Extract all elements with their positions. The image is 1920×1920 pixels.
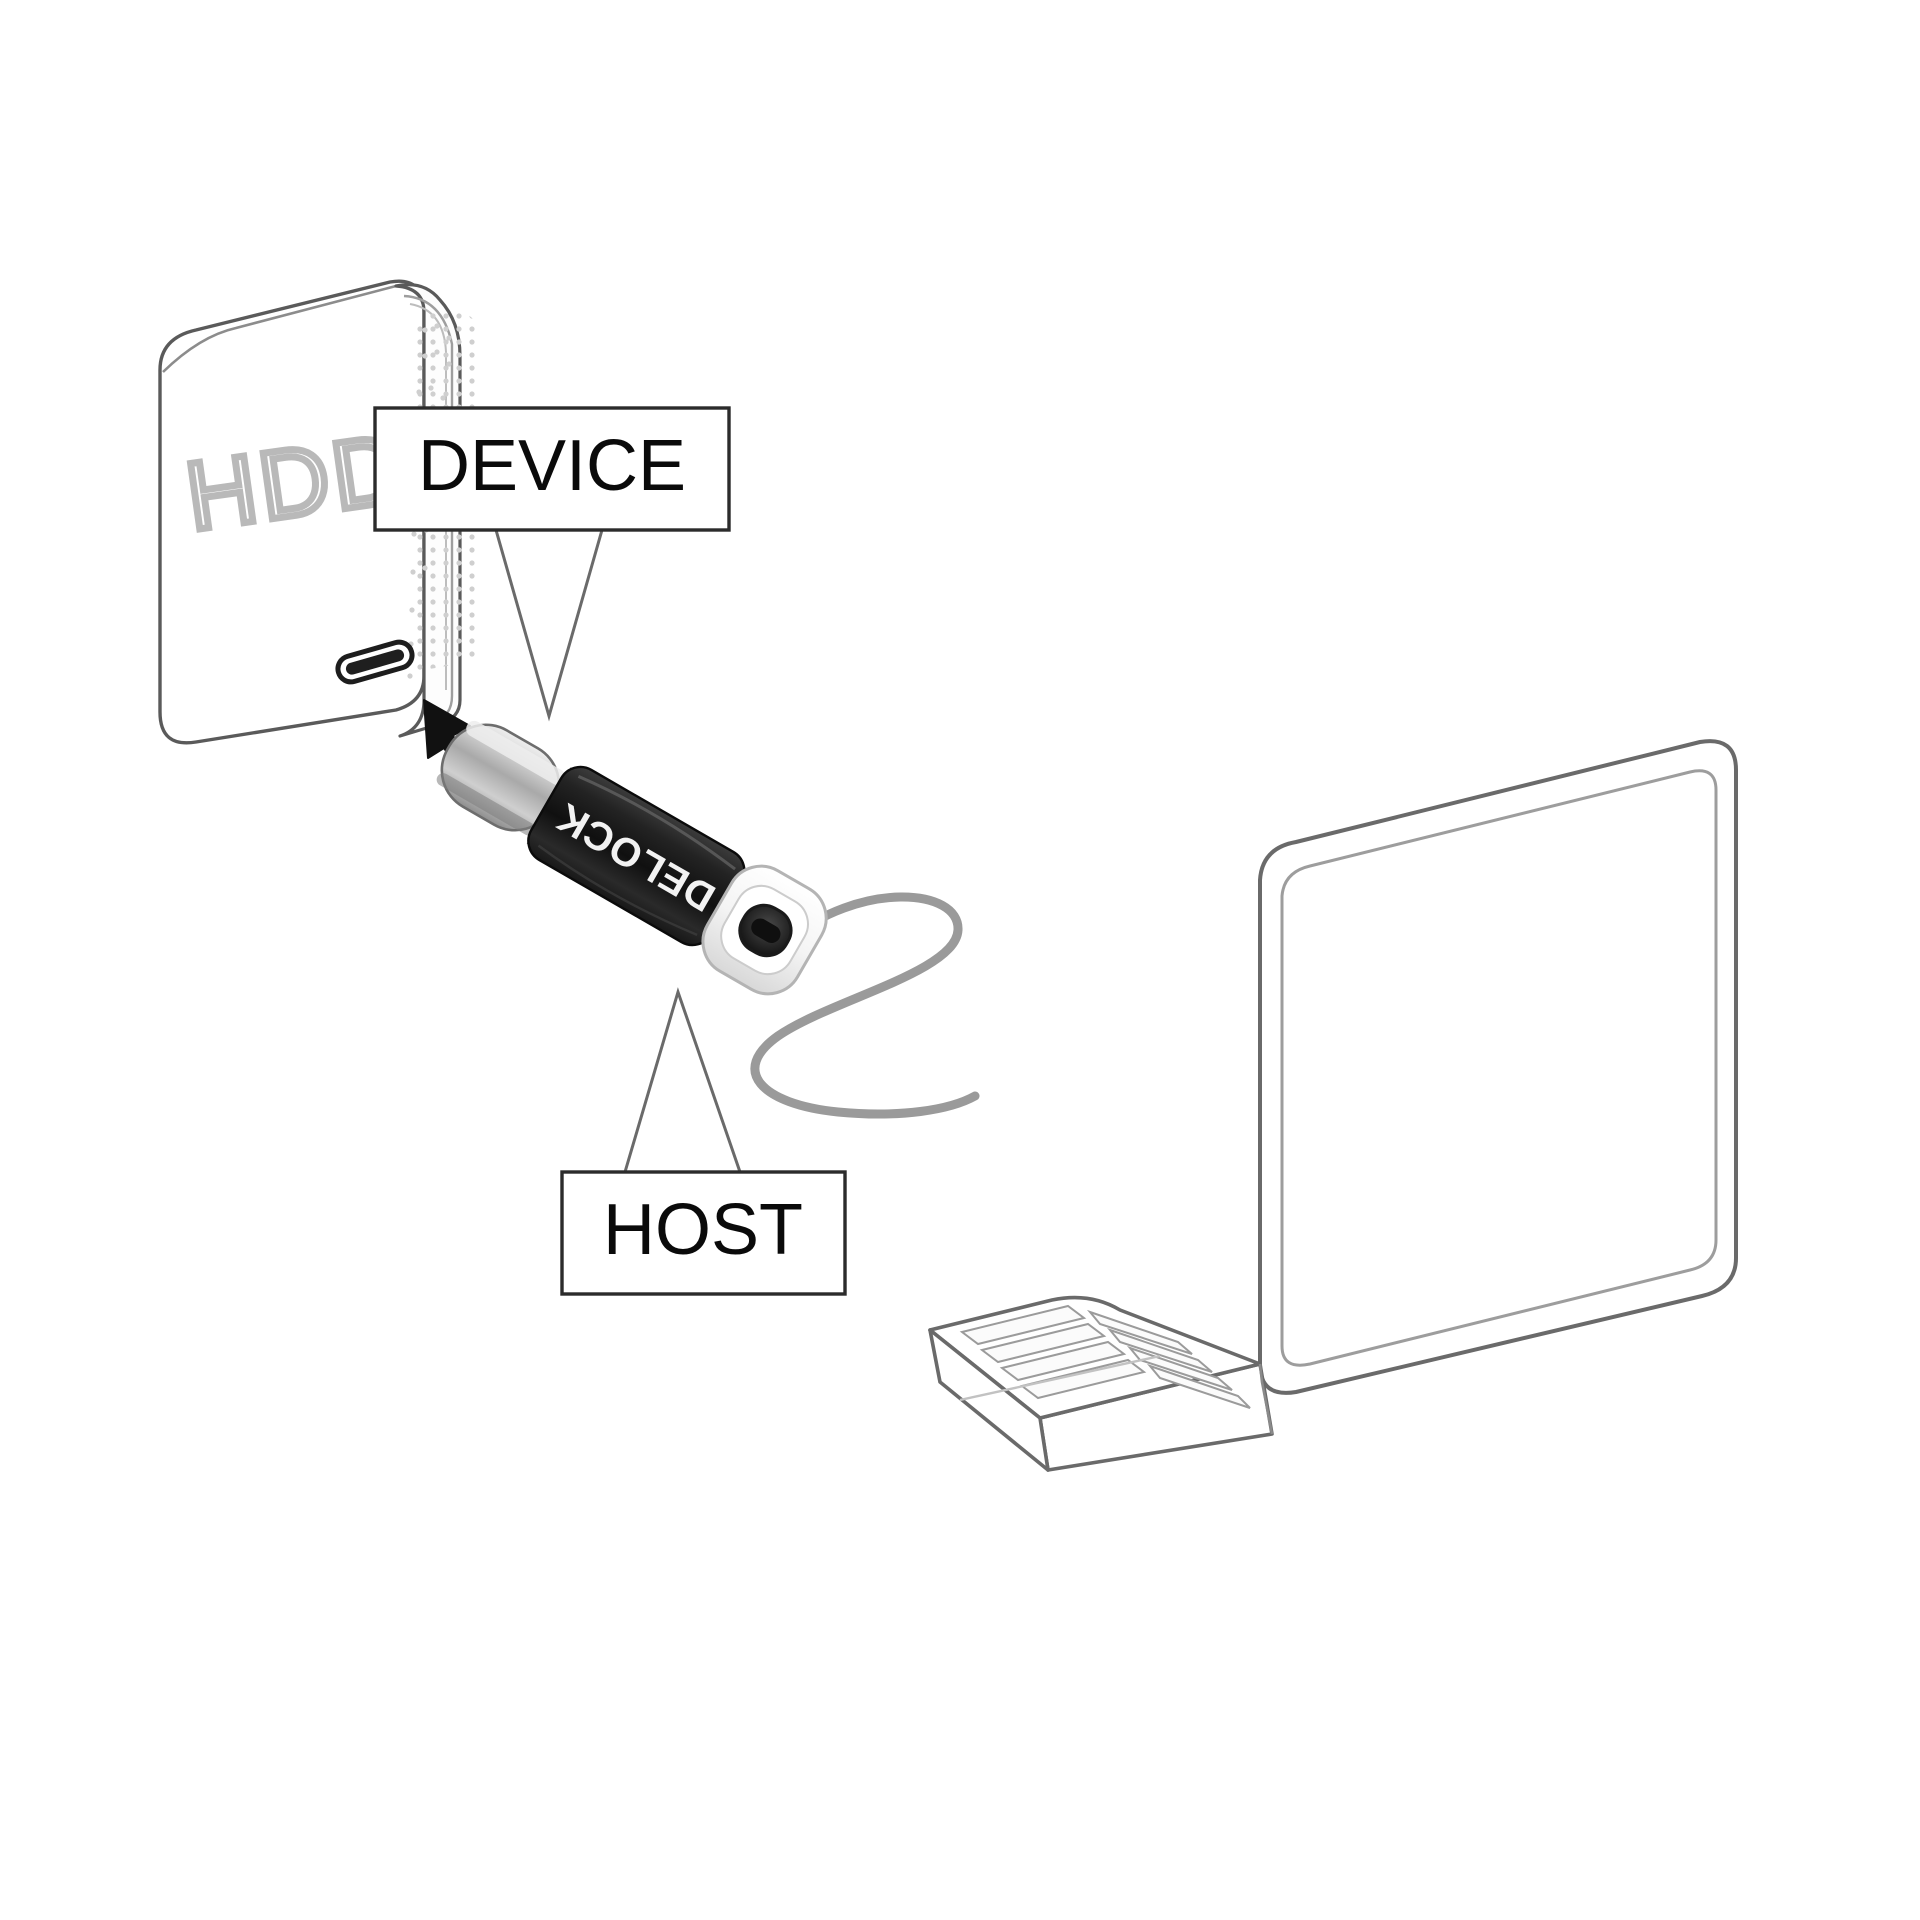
host-leader-line: [623, 987, 742, 1173]
hdd-usbc-port[interactable]: [335, 639, 415, 685]
laptop-front-lip: [959, 1354, 1161, 1402]
host-label-text: HOST: [603, 1190, 803, 1270]
device-label: DEVICE: [373, 406, 731, 722]
host-label: HOST: [560, 987, 847, 1296]
adapter-male-plug: [436, 720, 573, 845]
laptop-screen: [1258, 739, 1738, 1395]
laptop-keyboard[interactable]: [959, 1304, 1251, 1409]
adapter-female-receptacle[interactable]: [691, 854, 839, 1006]
device-label-box: [373, 406, 731, 532]
device-label-text: DEVICE: [418, 426, 686, 506]
usb-c-adapter: DELOCK: [436, 720, 839, 1006]
laptop: [928, 739, 1738, 1472]
device-leader-line: [494, 529, 604, 722]
host-label-box: [560, 1170, 847, 1296]
squiggle-cable: [750, 892, 980, 1119]
